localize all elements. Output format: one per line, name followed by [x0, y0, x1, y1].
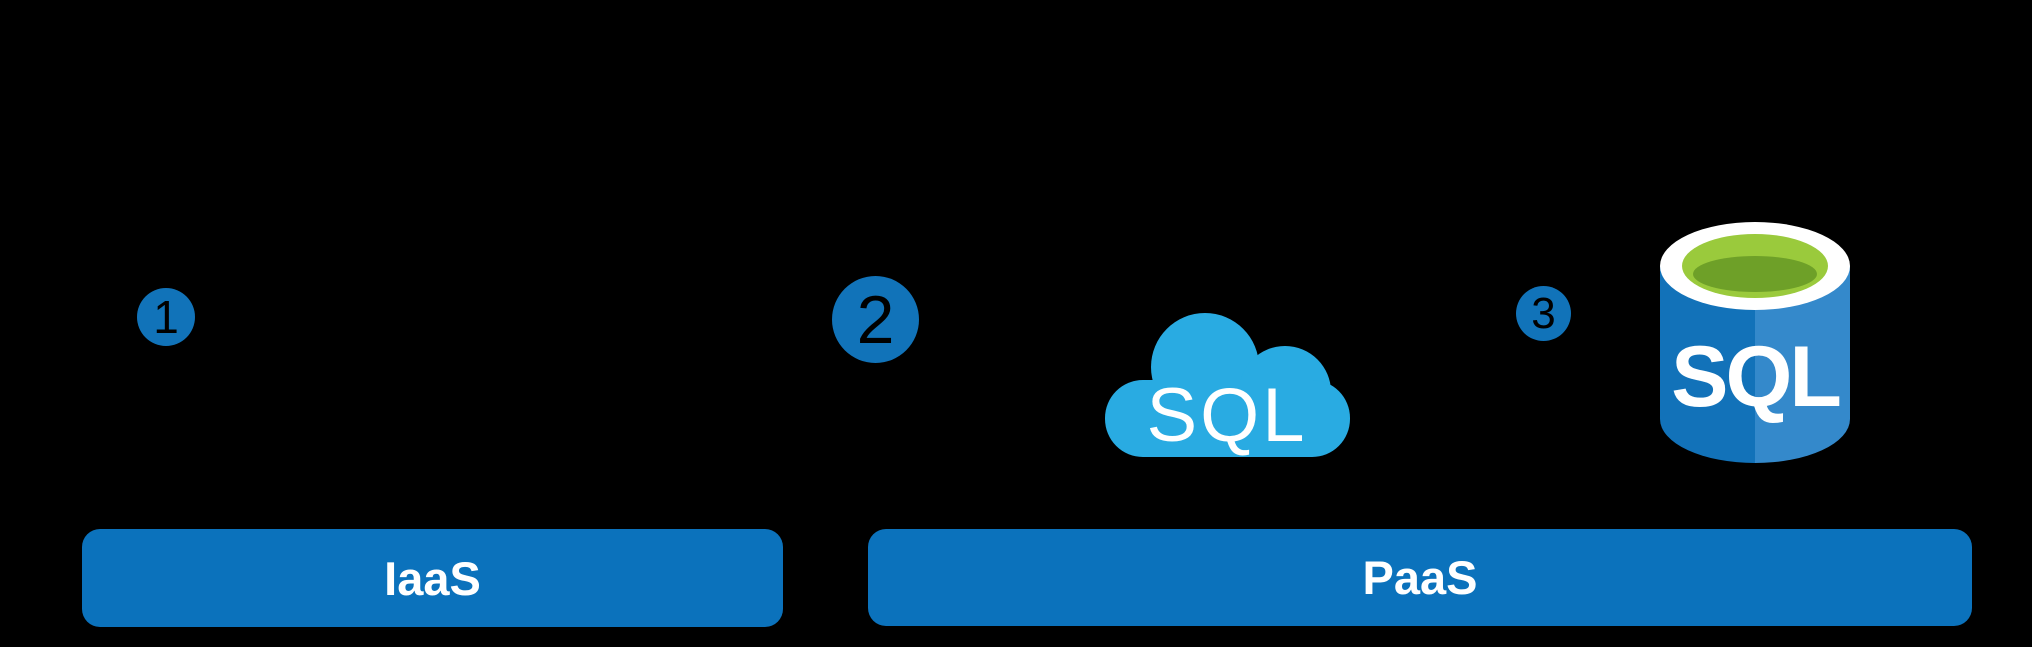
sql-database-icon: SQL: [1660, 222, 1850, 463]
db-body-left: [1660, 266, 1755, 463]
db-top-opening-shadow: [1693, 256, 1817, 292]
iaas-bar: IaaS: [82, 529, 783, 627]
paas-bar-label: PaaS: [1362, 551, 1478, 604]
iaas-bar-label: IaaS: [384, 551, 481, 605]
cloud-body: [1105, 380, 1350, 457]
sql-cloud-icon: SQL: [1105, 313, 1350, 457]
db-body-right: [1755, 266, 1850, 463]
step-badge-1: 1: [137, 288, 195, 346]
step-badge-2: 2: [832, 276, 919, 363]
sql-cloud-label: SQL: [1146, 373, 1307, 457]
paas-bar: PaaS: [868, 529, 1972, 626]
sql-database-label: SQL: [1671, 329, 1839, 425]
step-badge-3: 3: [1516, 286, 1571, 341]
